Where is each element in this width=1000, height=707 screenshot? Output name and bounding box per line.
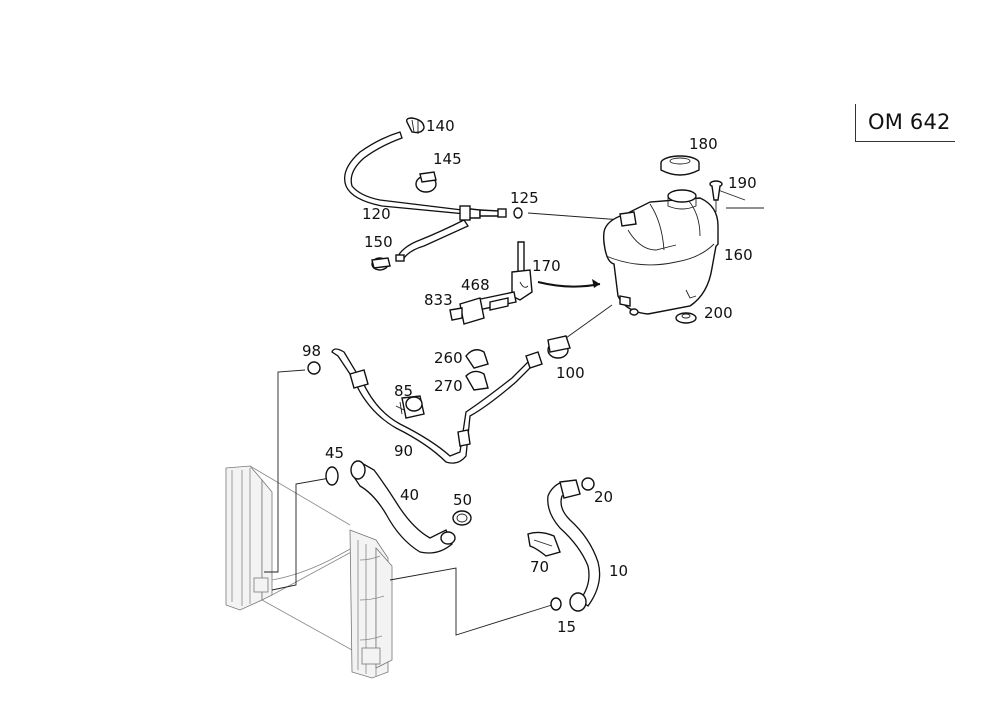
radiator-hose-upper (325, 460, 472, 554)
part-label-15: 15 (557, 618, 576, 636)
filler-cap (660, 155, 700, 176)
engine-code-label: OM 642 (868, 110, 951, 134)
part-label-85: 85 (394, 382, 413, 400)
bolt (709, 180, 723, 212)
part-labels: 140 145 120 150 125 180 190 160 170 468 … (302, 117, 757, 636)
part-label-120: 120 (362, 205, 391, 223)
rubber-mount (675, 312, 697, 324)
part-label-160: 160 (724, 246, 753, 264)
part-label-98: 98 (302, 342, 321, 360)
radiator-hose-lower (527, 477, 601, 612)
expansion-tank (602, 189, 719, 316)
upper-hoses (343, 117, 523, 271)
part-label-180: 180 (689, 135, 718, 153)
part-label-270: 270 (434, 377, 463, 395)
part-label-90: 90 (394, 442, 413, 460)
part-label-140: 140 (426, 117, 455, 135)
part-label-125: 125 (510, 189, 539, 207)
part-label-20: 20 (594, 488, 613, 506)
engine-code-box (855, 104, 955, 142)
part-label-833: 833 (424, 291, 453, 309)
part-label-260: 260 (434, 349, 463, 367)
part-label-200: 200 (704, 304, 733, 322)
part-label-145: 145 (433, 150, 462, 168)
part-label-100: 100 (556, 364, 585, 382)
part-label-468: 468 (461, 276, 490, 294)
bleed-hose (307, 335, 571, 464)
coolant-valve (449, 241, 533, 325)
part-label-10: 10 (609, 562, 628, 580)
part-label-170: 170 (532, 257, 561, 275)
radiator-drawing (225, 465, 393, 679)
part-label-150: 150 (364, 233, 393, 251)
part-label-50: 50 (453, 491, 472, 509)
part-label-45: 45 (325, 444, 344, 462)
part-label-190: 190 (728, 174, 757, 192)
part-label-40: 40 (400, 486, 419, 504)
part-label-70: 70 (530, 558, 549, 576)
flow-arrow (537, 279, 601, 288)
leader-lines (264, 189, 764, 636)
